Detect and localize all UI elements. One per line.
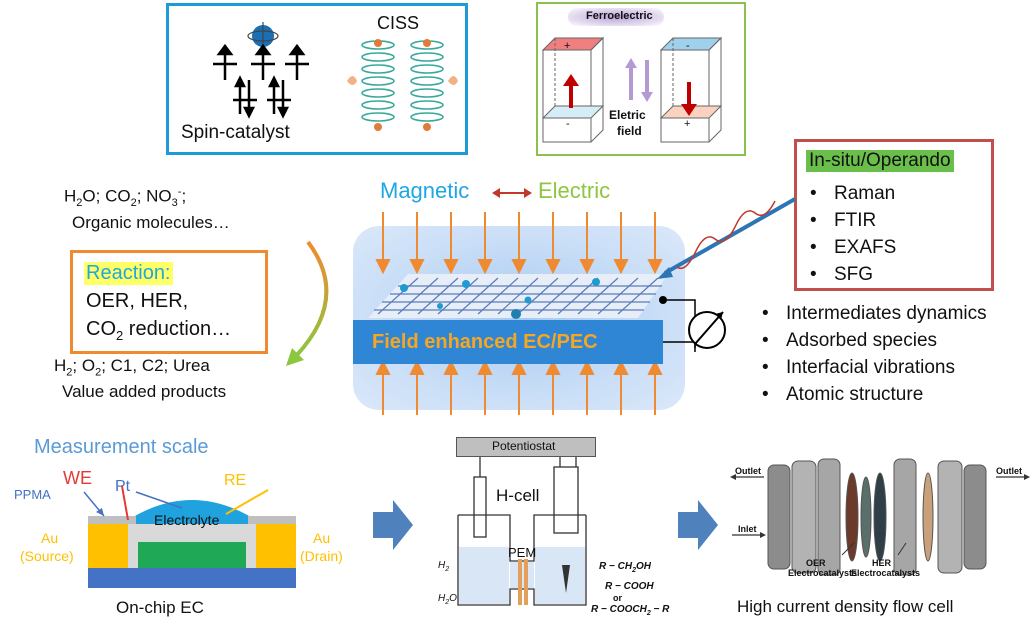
onchip-device-icon <box>88 500 296 588</box>
au-drain-label: Au <box>313 530 331 546</box>
her-sub-label: Electrocatalysts <box>851 568 921 578</box>
outlet-left-label: Outlet <box>735 466 761 476</box>
list-item: Atomic structure <box>760 381 987 408</box>
re-label: RE <box>224 472 247 489</box>
reactants-line1: H2O; CO2; NO3-; <box>64 186 187 210</box>
field-label: field <box>617 124 642 138</box>
we-label: WE <box>63 468 92 488</box>
spin-arrows-icon <box>213 22 309 119</box>
eletric-label: Eletric <box>609 108 646 122</box>
flowcell-caption: High current density flow cell <box>737 597 954 616</box>
electric-label: Electric <box>538 178 611 203</box>
potentiostat-label: Potentiostat <box>492 439 556 453</box>
reaction-line1: OER, HER, <box>86 290 189 312</box>
conversion-arrow-icon <box>286 240 329 366</box>
hcell-icon <box>457 457 587 606</box>
ferro-minus-top: - <box>686 40 690 52</box>
ferro-plus-top: + <box>564 40 571 52</box>
device-label: Field enhanced EC/PEC <box>372 331 598 353</box>
onchip-caption: On-chip EC <box>116 598 204 617</box>
spin-catalyst-label: Spin-catalyst <box>181 122 290 143</box>
her-label: HER <box>872 558 892 568</box>
ferro-plus-bottom: + <box>684 118 691 130</box>
circuit-icon <box>659 296 726 352</box>
source-label: (Source) <box>20 548 74 564</box>
list-item: Interfacial vibrations <box>760 354 987 381</box>
reaction-line2: CO2 reduction… <box>86 318 232 343</box>
spin-ciss-panel <box>166 3 468 155</box>
magnetic-label: Magnetic <box>380 178 470 203</box>
electrolyte-label: Electrolyte <box>154 512 220 528</box>
hand-right-icon <box>448 76 458 85</box>
ferroelectric-badge <box>568 8 664 26</box>
hand-left-icon <box>347 76 357 85</box>
hcell-title: H-cell <box>496 486 540 505</box>
ciss-label: CISS <box>377 13 420 33</box>
list-item: Intermediates dynamics <box>760 300 987 327</box>
pem-label: PEM <box>508 545 537 560</box>
r2-label: R − COOH <box>605 581 654 592</box>
h2-label: H2 <box>438 560 450 573</box>
onchip-leads-icon <box>83 485 269 521</box>
pt-label: Pt <box>115 478 131 495</box>
outlet-right-label: Outlet <box>996 466 1022 476</box>
flowcell-icon <box>730 458 1030 576</box>
catalyst-lattice-icon <box>368 274 668 319</box>
list-item: SFG <box>808 261 896 288</box>
list-item: FTIR <box>808 207 896 234</box>
list-item: Adsorbed species <box>760 327 987 354</box>
r3-label: R − COOCH2 − R <box>591 604 670 617</box>
ferro-minus-bottom: - <box>566 118 570 130</box>
list-item: EXAFS <box>808 234 896 261</box>
electrolyte-drop <box>122 500 262 524</box>
double-arrow-icon <box>492 188 532 198</box>
drain-label: (Drain) <box>300 548 343 564</box>
field-arrows-icon <box>375 212 663 415</box>
ciss-helix-icon <box>347 39 458 131</box>
insitu-title: In-situ/Operando <box>806 150 954 172</box>
r1-label: R − CH2OH <box>599 561 651 574</box>
measurement-scale-title: Measurement scale <box>34 436 209 458</box>
light-beam-icon <box>657 197 796 279</box>
au-source-label: Au <box>41 530 59 546</box>
products-line1: H2; O2; C1, C2; Urea <box>54 356 210 379</box>
potentiostat-box <box>456 437 596 457</box>
list-item: Raman <box>808 180 896 207</box>
reaction-title: Reaction: <box>84 262 173 285</box>
oer-sub-label: Electrocatalysts <box>788 568 858 578</box>
h2o-label: H2O <box>438 593 457 606</box>
techniques-list: Intermediates dynamics Adsorbed species … <box>760 300 987 408</box>
flow-arrow-icon <box>373 500 413 550</box>
ferroelectric-cells-icon <box>541 36 723 143</box>
products-line2: Value added products <box>62 382 227 401</box>
or-label: or <box>613 593 622 603</box>
ferroelectric-label: Ferroelectric <box>586 10 653 22</box>
ec-device-bar <box>353 320 663 364</box>
inlet-label: Inlet <box>738 524 757 534</box>
reactants-line2: Organic molecules… <box>72 213 230 232</box>
oer-label: OER <box>806 558 826 568</box>
flow-arrow-icon <box>678 500 718 550</box>
insitu-list: Raman FTIR EXAFS SFG <box>808 180 896 288</box>
ppma-label: PPMA <box>14 487 51 502</box>
